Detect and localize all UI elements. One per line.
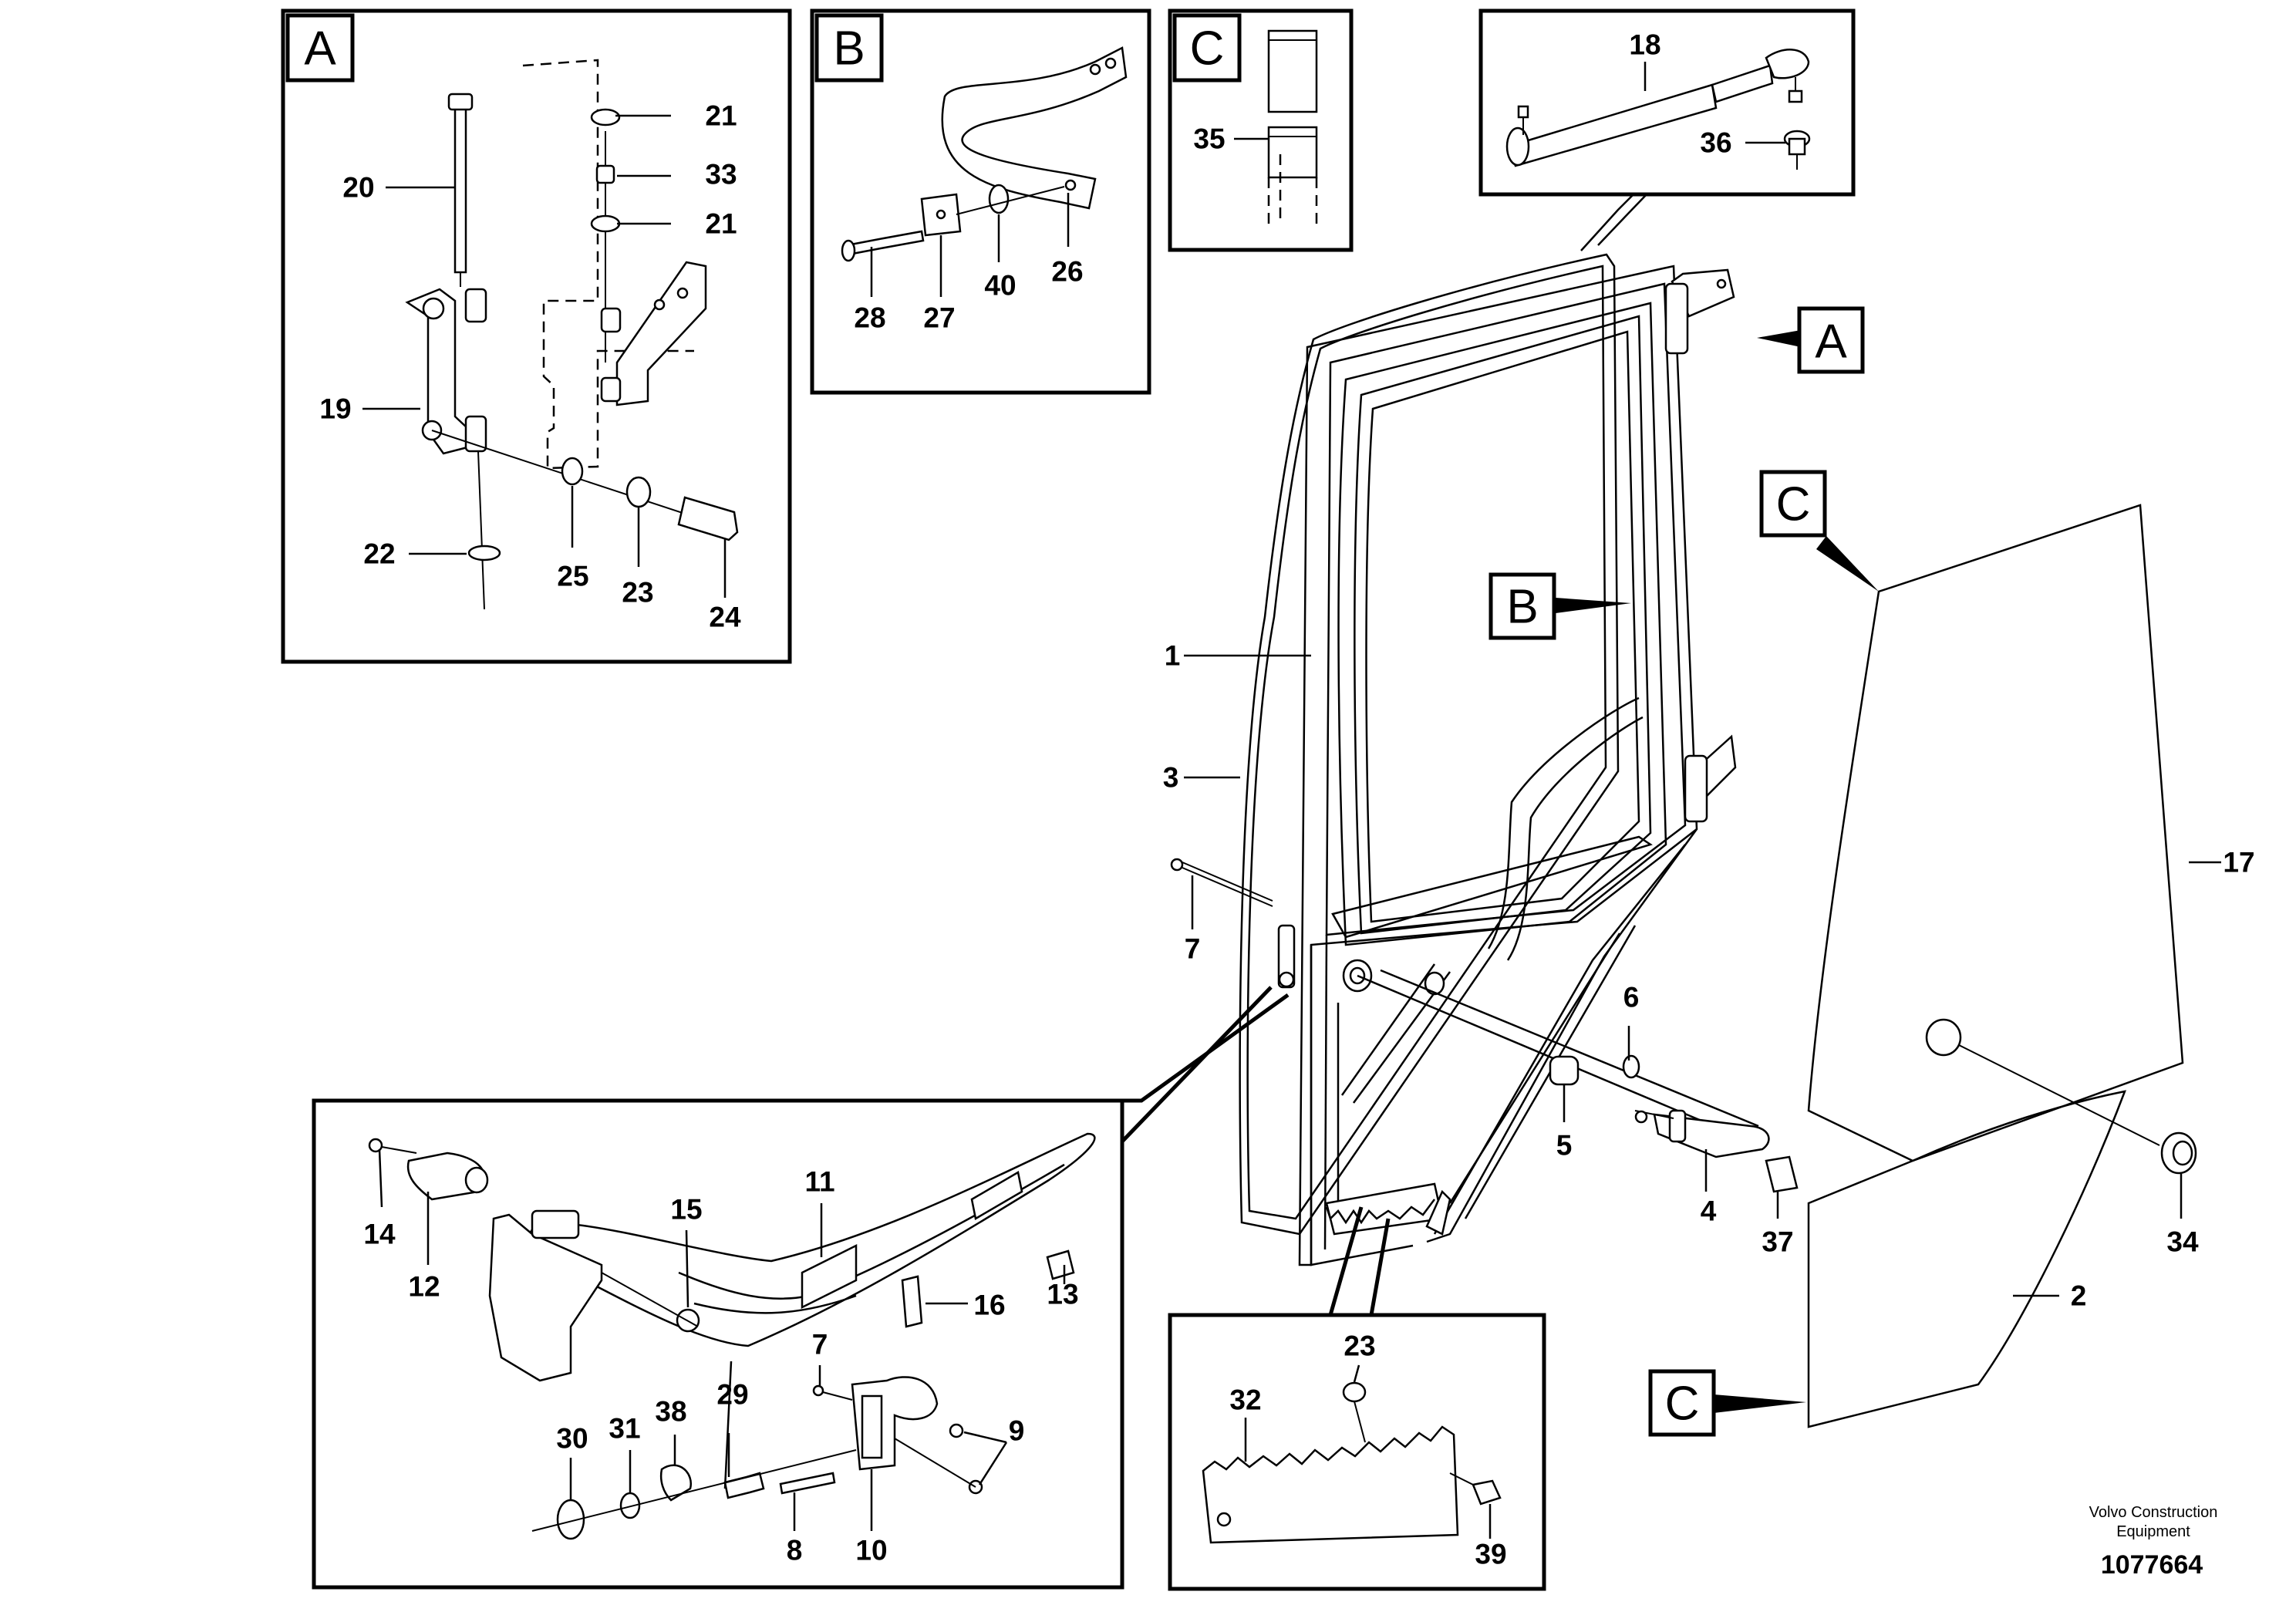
- callout-33: 33: [705, 159, 737, 191]
- callout-14: 14: [363, 1219, 396, 1250]
- panel-a-letter: A: [304, 22, 336, 76]
- panel-lock-detail: 14 12 15 11 16 13 7 29 9 30 31 38 8 10: [312, 986, 1290, 1590]
- callout-7b: 7: [812, 1329, 828, 1361]
- brand-line-2: Equipment: [2116, 1523, 2190, 1540]
- door-assembly: [1170, 253, 1799, 1266]
- ref-letter-b: B: [1506, 581, 1538, 634]
- callout-22: 22: [363, 538, 395, 570]
- callout-38: 38: [655, 1396, 686, 1428]
- callout-11: 11: [804, 1166, 834, 1198]
- panel-c-letter: C: [1190, 22, 1225, 76]
- glass-pane-17: 17 34: [1807, 504, 2255, 1258]
- callout-18: 18: [1629, 29, 1660, 61]
- brand-line-1: Volvo Construction: [2089, 1504, 2218, 1521]
- ref-box-b: [1489, 572, 1556, 640]
- callout-4: 4: [1701, 1195, 1717, 1227]
- ref-box-a: [1797, 306, 1865, 374]
- callout-20: 20: [342, 172, 374, 204]
- panel-a-hinge-detail: A: [281, 8, 792, 664]
- ref-letter-a: A: [1815, 315, 1847, 369]
- callout-24: 24: [709, 602, 741, 633]
- callout-26: 26: [1051, 256, 1083, 288]
- panel-a-letter-box: [285, 13, 355, 83]
- callout-7: 7: [1185, 933, 1201, 965]
- callout-9: 9: [1009, 1415, 1025, 1447]
- panel-plate-detail: 32 23 39: [1168, 1206, 1546, 1591]
- callout-19: 19: [319, 393, 351, 425]
- callout-13: 13: [1047, 1279, 1078, 1310]
- callout-30: 30: [556, 1423, 588, 1455]
- callout-21: 21: [705, 100, 737, 132]
- callout-16: 16: [973, 1290, 1005, 1321]
- ref-letter-c-lower: C: [1665, 1378, 1700, 1431]
- callout-12: 12: [408, 1271, 440, 1303]
- callout-35: 35: [1193, 123, 1225, 155]
- callout-23b: 23: [1344, 1330, 1375, 1362]
- callout-23: 23: [622, 577, 653, 609]
- callout-3: 3: [1163, 762, 1179, 794]
- callout-10: 10: [855, 1535, 887, 1566]
- callout-1: 1: [1165, 640, 1181, 672]
- callout-31: 31: [609, 1413, 640, 1445]
- callout-27: 27: [923, 302, 955, 334]
- panel-c-block-detail: C 35: [1168, 8, 1354, 252]
- figure-number: 1077664: [2101, 1550, 2203, 1580]
- callout-8: 8: [787, 1535, 803, 1566]
- callout-15: 15: [670, 1194, 702, 1226]
- strut-leader: [1580, 194, 1634, 251]
- panel-gas-strut-detail: 18 36: [1478, 8, 1856, 197]
- panel-b-strap-detail: B 28 27 40 26: [810, 8, 1151, 395]
- callout-28: 28: [854, 302, 885, 334]
- callout-37: 37: [1762, 1226, 1793, 1258]
- panel-b-letter: B: [833, 22, 865, 76]
- callout-39: 39: [1475, 1539, 1506, 1570]
- callout-29: 29: [716, 1379, 748, 1411]
- callout-40: 40: [984, 270, 1016, 302]
- panel-c-letter-box: [1172, 13, 1242, 83]
- callout-36: 36: [1700, 127, 1731, 159]
- ref-letter-c-upper: C: [1776, 478, 1811, 531]
- callout-17: 17: [2223, 847, 2254, 878]
- ref-box-c-upper: [1759, 470, 1827, 538]
- callout-25: 25: [557, 561, 588, 592]
- panel-b-letter-box: [814, 13, 884, 83]
- callout-6: 6: [1623, 982, 1640, 1013]
- callout-32: 32: [1229, 1384, 1261, 1416]
- callout-21b: 21: [705, 208, 737, 240]
- callout-5: 5: [1556, 1130, 1573, 1162]
- glass-pane-2: 2: [1807, 1090, 2126, 1428]
- callout-34: 34: [2166, 1226, 2199, 1258]
- callout-2: 2: [2071, 1280, 2087, 1312]
